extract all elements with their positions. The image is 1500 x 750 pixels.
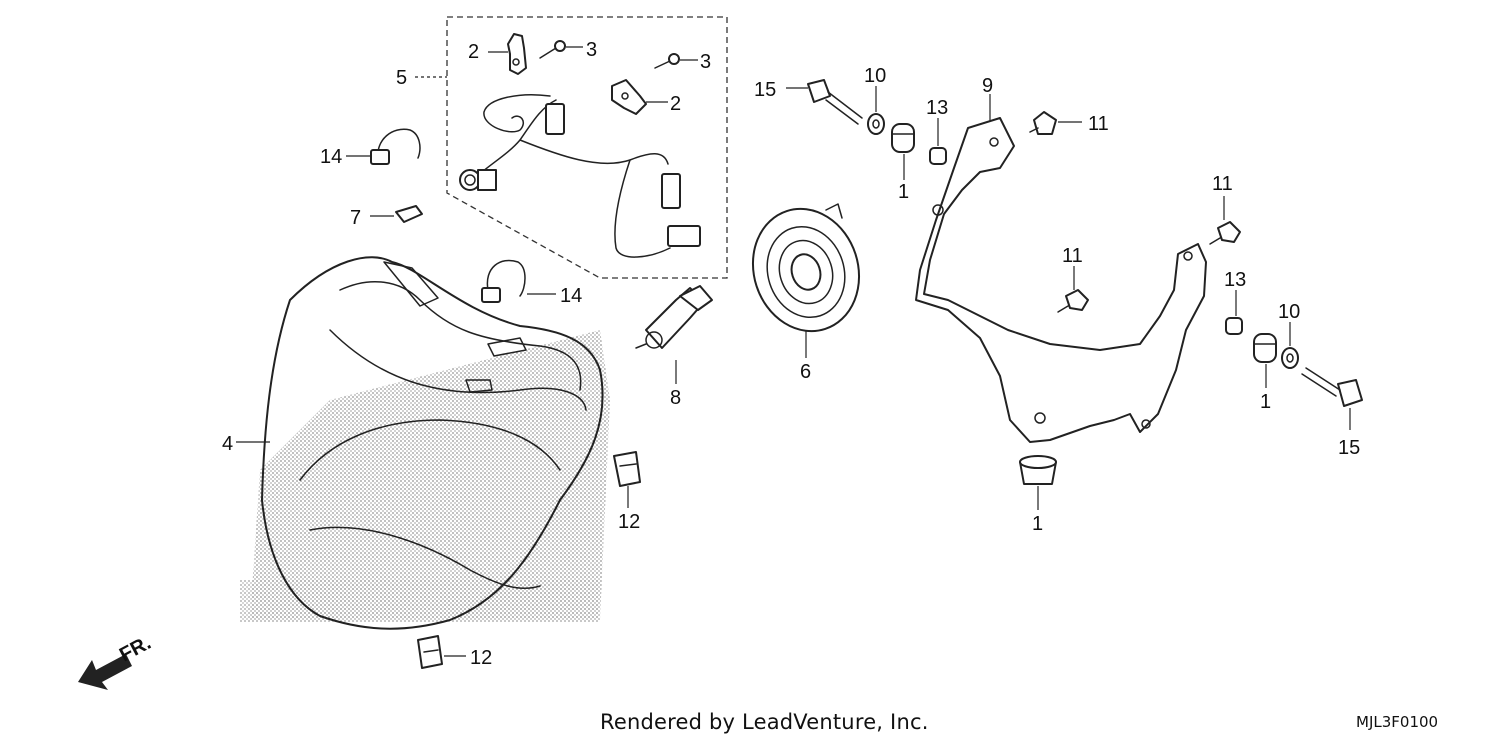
callout-6: 6	[800, 361, 811, 383]
callout-13-right: 13	[1224, 269, 1246, 291]
callout-14-upper: 14	[320, 146, 342, 168]
callout-15-left: 15	[754, 79, 776, 101]
callout-numbers: 2 3 3 5 2 14 7 14 4 8 6 12 12 15 10 13 1…	[222, 39, 1360, 669]
bolt-part-11-middle	[1057, 266, 1089, 313]
callout-1-bottom: 1	[1032, 513, 1043, 535]
callout-12-middle: 12	[618, 511, 640, 533]
render-credit: Rendered by LeadVenture, Inc.	[600, 710, 929, 734]
grommet-part-1-left	[891, 123, 915, 180]
callout-8: 8	[670, 387, 681, 409]
bulb-part-7	[370, 205, 423, 223]
callout-14-lower: 14	[560, 285, 582, 307]
callout-4: 4	[222, 433, 233, 455]
clip-part-12-middle	[613, 451, 641, 508]
collar-part-13-left	[929, 118, 947, 165]
front-direction-arrow-icon: FR.	[78, 632, 155, 690]
callout-11-middle: 11	[1062, 245, 1083, 267]
callout-7: 7	[350, 207, 361, 229]
dust-cover-part-6	[751, 203, 861, 358]
callout-10-left: 10	[864, 65, 886, 87]
callout-12-bottom: 12	[470, 647, 492, 669]
headlight-stay-part-9	[915, 94, 1207, 443]
callout-11-right: 11	[1212, 173, 1233, 195]
bulb-part-8	[635, 285, 713, 384]
callout-13-left: 13	[926, 97, 948, 119]
washer-part-10-left	[867, 86, 885, 135]
callout-5: 5	[396, 67, 407, 89]
collar-part-13-right	[1225, 290, 1243, 335]
bolt-part-15-left	[786, 79, 863, 125]
diagram-code: MJL3F0100	[1356, 713, 1439, 731]
grommet-part-1-right	[1253, 333, 1277, 388]
wire-harness-group-box	[415, 16, 728, 279]
headlight-part-4	[236, 256, 610, 630]
clip-part-12-bottom	[417, 635, 466, 669]
wire-harness-part-5	[459, 94, 701, 258]
callout-15-right: 15	[1338, 437, 1360, 459]
bolt-part-11-top	[1029, 111, 1082, 135]
callout-3-lower: 3	[700, 51, 711, 73]
callout-11-top: 11	[1088, 113, 1109, 135]
callout-10-right: 10	[1278, 301, 1300, 323]
callout-1-right: 1	[1260, 391, 1271, 413]
grommet-part-1-bottom	[1019, 455, 1057, 510]
callout-2-upper: 2	[468, 41, 479, 63]
callout-9: 9	[982, 75, 993, 97]
callout-2-lower: 2	[670, 93, 681, 115]
screw-part-3-a	[539, 40, 583, 59]
washer-part-10-right	[1281, 322, 1299, 369]
bolt-part-11-right	[1209, 196, 1241, 245]
clamp-part-2-lower	[611, 79, 668, 115]
callout-1-left: 1	[898, 181, 909, 203]
clamp-part-2-upper	[488, 33, 527, 75]
screw-part-3-b	[654, 53, 698, 69]
bolt-part-15-right	[1301, 367, 1363, 430]
callout-3-upper: 3	[586, 39, 597, 61]
socket-part-14-upper	[346, 128, 421, 165]
socket-part-14-lower	[481, 259, 556, 303]
